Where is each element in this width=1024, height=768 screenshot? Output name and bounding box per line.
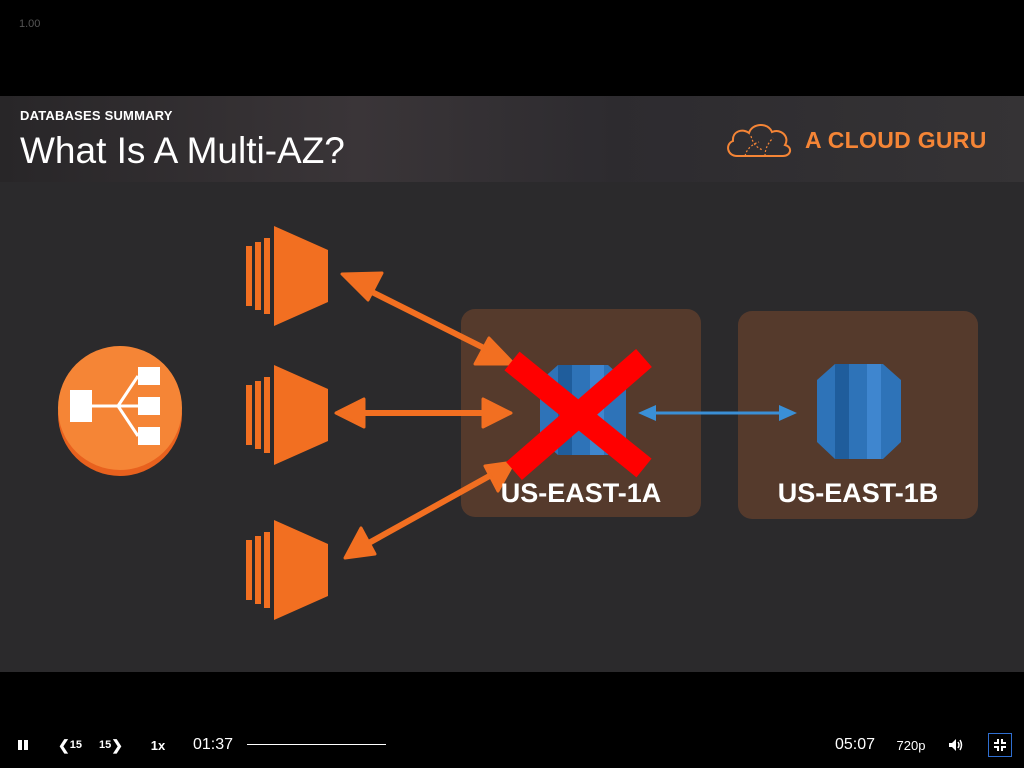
progress-bar[interactable]: [247, 744, 386, 745]
brand-name: A CLOUD GURU: [805, 126, 987, 153]
video-frame[interactable]: DATABASES SUMMARY What Is A Multi-AZ? A …: [0, 96, 1024, 672]
exit-fullscreen-icon: [994, 739, 1006, 751]
cloud-logo-icon: [727, 124, 791, 157]
ec2-instance-icon: [246, 226, 328, 326]
ec2-instance-icon: [246, 520, 328, 620]
chevron-right-icon: ❯: [111, 736, 123, 753]
current-time: 01:37: [193, 736, 234, 753]
volume-button[interactable]: [944, 726, 968, 764]
multi-az-diagram: US-EAST-1A US-EAST-1B: [58, 226, 978, 620]
brand-logo: A CLOUD GURU: [723, 118, 987, 162]
chevron-left-icon: ❮: [58, 736, 70, 753]
ec2-instance-icon: [246, 365, 328, 465]
section-label: DATABASES SUMMARY: [20, 108, 173, 123]
replication-arrow: [638, 405, 797, 421]
rewind-15-label: 15: [69, 739, 82, 751]
zone-label-us-east-1a: US-EAST-1A: [501, 478, 662, 508]
zoom-level: 1.00: [19, 18, 41, 30]
load-balancer-icon: [58, 346, 182, 476]
playback-rate-button[interactable]: 1x: [150, 737, 166, 753]
volume-icon: [949, 739, 963, 751]
rds-standby-database-icon: [817, 364, 901, 459]
forward-15-label: 15: [99, 739, 112, 751]
pause-icon: [18, 740, 28, 750]
forward-15-button[interactable]: 15 ❯: [97, 726, 125, 764]
exit-fullscreen-button[interactable]: [988, 733, 1012, 757]
connection-arrows: [334, 271, 516, 560]
slide-title: What Is A Multi-AZ?: [20, 130, 345, 171]
failure-x-icon: [504, 348, 652, 481]
player-controls: ❮ 15 15 ❯ 1x 01:37 05:07 720p: [0, 726, 1024, 764]
duration: 05:07: [835, 736, 876, 753]
rewind-15-button[interactable]: ❮ 15: [56, 726, 84, 764]
quality-button[interactable]: 720p: [896, 737, 926, 753]
slide-header: DATABASES SUMMARY What Is A Multi-AZ? A …: [0, 96, 1024, 182]
pause-button[interactable]: [10, 726, 36, 764]
zone-label-us-east-1b: US-EAST-1B: [778, 478, 939, 508]
